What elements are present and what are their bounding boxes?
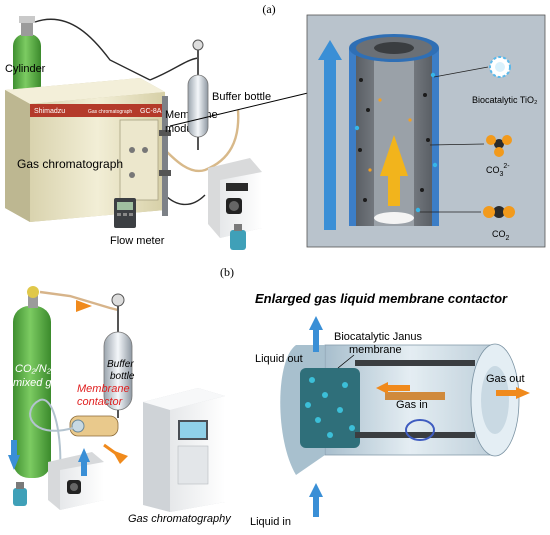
gas-chromatograph-label: Gas chromatograph — [17, 157, 123, 171]
membrane-contactor-b — [69, 415, 119, 437]
gas-chromatography-unit — [143, 388, 225, 512]
membrane-inset — [306, 14, 546, 248]
co2-label: CO2 — [492, 229, 510, 242]
gas-line-b — [39, 290, 119, 312]
membrane-module-a — [159, 96, 171, 216]
janus-membrane-label-2: membrane — [349, 344, 402, 356]
cylinder-label: Cylinder — [5, 63, 46, 75]
membrane-contactor-label-2: contactor — [77, 396, 124, 408]
reservoir-a — [230, 224, 246, 250]
flow-meter — [114, 198, 136, 228]
buffer-bottle-a — [187, 39, 209, 150]
co3-label: CO32- — [486, 163, 510, 178]
janus-membrane-label-1: Biocatalytic Janus — [334, 331, 423, 343]
liquid-in-label: Liquid in — [250, 516, 291, 528]
buffer-bottle-b — [103, 293, 133, 418]
gc-model-label: GC-8A — [140, 108, 162, 115]
panel-a-tag: (a) — [262, 2, 275, 16]
contactor-flow-arrows — [309, 316, 530, 517]
gas-out-label: Gas out — [486, 373, 525, 385]
buffer-bottle-label-b-2: bottle — [110, 371, 135, 382]
peristaltic-pump-b — [48, 452, 104, 510]
panel-b-title: Enlarged gas liquid membrane contactor — [255, 291, 508, 306]
mixed-gas-label-2: mixed gas — [13, 377, 64, 389]
gas-in-label: Gas in — [396, 399, 428, 411]
liquid-flow-arrows-b — [8, 440, 90, 476]
liquid-loop-b — [29, 398, 74, 481]
gas-line-a1 — [34, 18, 151, 81]
peristaltic-pump-a — [208, 158, 262, 238]
gc-brand-label: Shimadzu — [34, 108, 65, 115]
membrane-contactor-label-1: Membrane — [77, 383, 130, 395]
mixed-gas-label-1: CO₂/N₂ — [15, 363, 52, 375]
cylinder-b — [13, 286, 51, 478]
buffer-bottle-label-b-1: Buffer — [107, 359, 134, 370]
gas-line-a2 — [149, 57, 199, 81]
panel-b-tag: (b) — [220, 265, 234, 279]
janus-leader — [337, 354, 355, 369]
gas-chromatography-label: Gas chromatography — [128, 513, 232, 525]
gas-flow-arrow-b — [76, 300, 92, 312]
liquid-out-label: Liquid out — [255, 353, 303, 365]
gas-line-a3 — [164, 194, 206, 206]
liquid-line-a — [164, 109, 240, 173]
gc-name-strip: Gas chromatograph — [88, 109, 132, 115]
enlarged-contactor — [280, 343, 520, 475]
reservoir-b — [13, 482, 27, 506]
flow-meter-label: Flow meter — [110, 235, 165, 247]
gas-chromatograph-unit — [5, 78, 165, 222]
inset-leader — [169, 91, 313, 127]
biocatalytic-tio2-label: Biocatalytic TiO₂ — [472, 95, 538, 105]
buffer-bottle-label-a: Buffer bottle — [212, 91, 271, 103]
